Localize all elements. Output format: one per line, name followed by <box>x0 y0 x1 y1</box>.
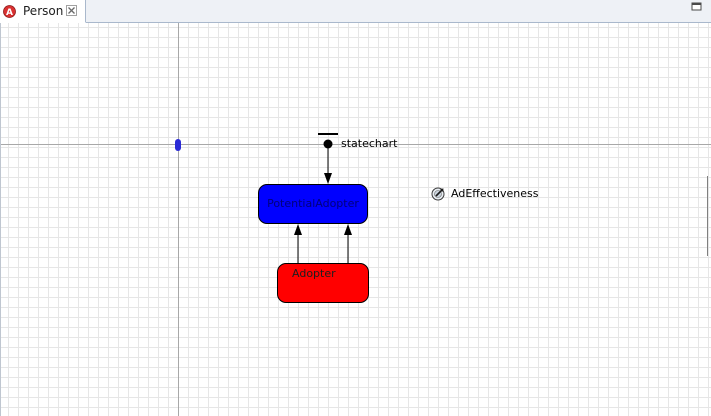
canvas-left-border <box>0 23 1 416</box>
origin-marker[interactable] <box>175 139 181 151</box>
statechart-entry-point-icon[interactable] <box>300 123 360 193</box>
frame-edge-marker <box>707 176 711 256</box>
maximize-icon[interactable] <box>691 0 703 12</box>
state-adopter[interactable]: Adopter <box>277 263 369 303</box>
state-label: PotentialAdopter <box>267 197 359 210</box>
transition-arrows[interactable] <box>280 218 360 268</box>
parameter-label[interactable]: AdEffectiveness <box>451 187 539 200</box>
parameter-icon[interactable] <box>431 187 445 201</box>
diagram-canvas[interactable]: statechart PotentialAdopter Adopter AdEf… <box>0 23 711 416</box>
tab-label: Person <box>23 4 64 18</box>
horizontal-axis-line <box>0 144 711 145</box>
tab-bar: A Person <box>0 0 711 23</box>
close-icon[interactable] <box>66 5 77 16</box>
state-potential-adopter[interactable]: PotentialAdopter <box>258 184 368 224</box>
svg-text:A: A <box>6 8 13 18</box>
state-label: Adopter <box>292 267 336 280</box>
statechart-label[interactable]: statechart <box>341 137 398 150</box>
anylogic-agent-icon: A <box>3 5 16 18</box>
vertical-axis-line <box>178 23 179 416</box>
tab-person[interactable]: A Person <box>0 0 86 23</box>
